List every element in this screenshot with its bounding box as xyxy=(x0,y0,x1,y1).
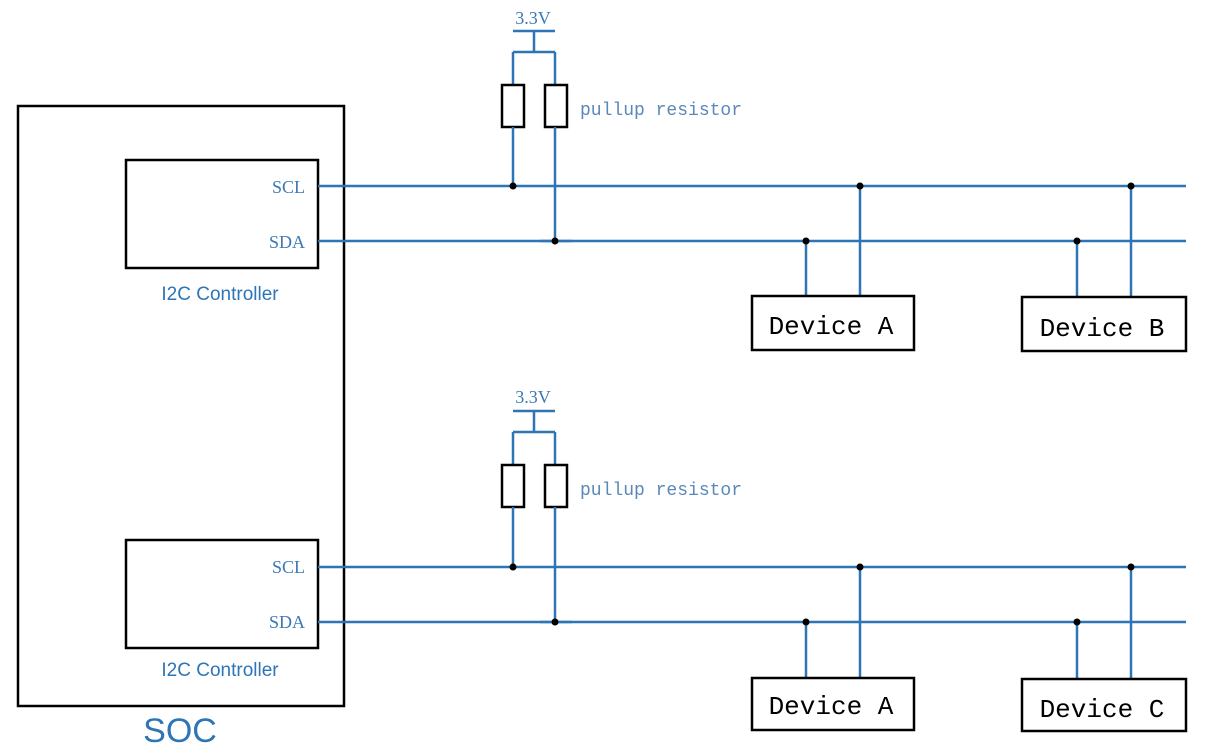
scl-pin-label-1: SCL xyxy=(272,177,305,197)
junction-dot xyxy=(551,237,559,245)
resistor-label-2: pullup resistor xyxy=(580,481,742,501)
junction-dot xyxy=(1073,618,1081,626)
controller-label-2: I2C Controller xyxy=(161,660,279,681)
pullup-resistor-sda-1 xyxy=(543,83,569,129)
device-a-label-2: Device A xyxy=(769,692,894,722)
resistor-label-1: pullup resistor xyxy=(580,101,742,121)
i2c-controller-2 xyxy=(124,538,320,650)
scl-pin-label-2: SCL xyxy=(272,557,305,577)
pullup-resistor-scl-2 xyxy=(500,463,526,509)
sda-pin-label-1: SDA xyxy=(269,232,305,252)
i2c-controller-1 xyxy=(124,158,320,270)
supply-label-2: 3.3V xyxy=(515,387,551,407)
junction-dot xyxy=(1127,182,1135,190)
i2c-bus-2: SCL SDA I2C Controller 3.3V pullup resis… xyxy=(124,387,1188,733)
i2c-bus-1: SCL SDA I2C Controller 3.3V pullup resis… xyxy=(124,8,1188,353)
device-a-box-1 xyxy=(750,294,916,352)
device-c-label-2: Device C xyxy=(1040,695,1165,725)
device-b-box-1 xyxy=(1020,295,1188,353)
pullup-resistor-scl-1 xyxy=(500,83,526,129)
pullup-resistor-sda-2 xyxy=(543,463,569,509)
soc-label: SOC xyxy=(143,712,217,750)
device-a-box-2 xyxy=(750,676,916,732)
junction-dot xyxy=(802,618,810,626)
junction-dot xyxy=(509,182,517,190)
controller-label-1: I2C Controller xyxy=(161,284,279,305)
junction-dot xyxy=(1073,237,1081,245)
junction-dot xyxy=(856,182,864,190)
device-b-label-1: Device B xyxy=(1040,314,1165,344)
sda-pin-label-2: SDA xyxy=(269,612,305,632)
device-a-label-1: Device A xyxy=(769,312,894,342)
junction-dot xyxy=(802,237,810,245)
supply-label-1: 3.3V xyxy=(515,8,551,28)
junction-dot xyxy=(1127,563,1135,571)
junction-dot xyxy=(551,618,559,626)
device-c-box-2 xyxy=(1020,677,1188,733)
junction-dot xyxy=(509,563,517,571)
junction-dot xyxy=(856,563,864,571)
